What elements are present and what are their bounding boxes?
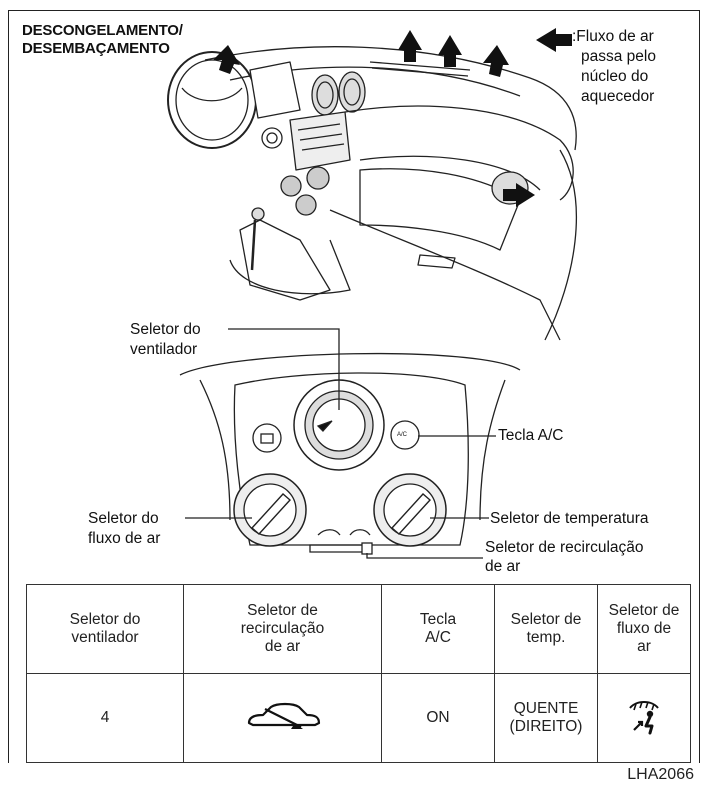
header-text: recirculação xyxy=(240,620,325,637)
airflow-legend-line3: núcleo do xyxy=(581,68,649,85)
figure-code: LHA2066 xyxy=(627,766,694,783)
header-text: de ar xyxy=(264,638,301,655)
value-temp: QUENTE (DIREITO) xyxy=(494,673,598,763)
header-fan: Seletor do ventilador xyxy=(26,584,184,674)
table-value-row: 4 ON QUENTE (DIREITO) xyxy=(26,673,691,763)
steering-wheel xyxy=(167,51,257,149)
fan-selector-label-line1: Seletor do xyxy=(130,321,201,338)
airflow-arrow-icon xyxy=(503,183,535,207)
car-recirculation-off-icon xyxy=(247,702,320,729)
airflow-arrow-icon xyxy=(398,30,422,62)
value-flow xyxy=(597,673,691,763)
ac-button-label: Tecla A/C xyxy=(498,427,564,444)
header-text: Seletor de xyxy=(247,602,318,619)
airflow-legend-line2: passa pelo xyxy=(581,48,656,65)
airflow-arrow-icon xyxy=(483,45,509,77)
hvac-control-panel xyxy=(179,328,521,559)
recirc-leader xyxy=(366,553,483,559)
defrost-label-line2: DESEMBAÇAMENTO xyxy=(22,40,170,57)
figure-frame xyxy=(8,10,700,763)
header-text: Seletor de xyxy=(608,602,680,619)
legend-arrow-icon xyxy=(536,28,572,52)
header-text: Tecla xyxy=(419,611,457,628)
recirc-selector-label-line1: Seletor de recirculação xyxy=(485,539,644,556)
value-temp-line1: QUENTE xyxy=(513,700,579,717)
defrost-feet-mode-icon xyxy=(629,700,659,734)
ac-button-knob xyxy=(390,420,420,450)
value-ac: ON xyxy=(381,673,495,763)
header-temp: Seletor de temp. xyxy=(494,584,598,674)
table-header-row: Seletor do ventilador Seletor de recircu… xyxy=(26,584,691,674)
header-text: fluxo de xyxy=(616,620,672,637)
header-text: ar xyxy=(637,638,651,655)
ac-button-text: A/C xyxy=(397,432,408,438)
value-temp-line2: (DIREITO) xyxy=(509,718,583,735)
header-ac: Tecla A/C xyxy=(381,584,495,674)
airflow-arrow-icon xyxy=(438,35,462,67)
airflow-selector-label-line2: fluxo de ar xyxy=(88,530,161,547)
header-flow: Seletor de fluxo de ar xyxy=(597,584,691,674)
temp-selector-label: Seletor de temperatura xyxy=(490,510,649,527)
fan-selector-label-line2: ventilador xyxy=(130,341,198,358)
header-text: temp. xyxy=(526,629,566,646)
header-text: Seletor do xyxy=(69,611,141,628)
value-recirc xyxy=(183,673,382,763)
settings-table: Seletor do ventilador Seletor de recircu… xyxy=(26,584,691,763)
header-text: ventilador xyxy=(71,629,139,646)
recirc-selector-label-line2: de ar xyxy=(485,558,521,575)
header-text: Seletor de xyxy=(510,611,582,628)
airflow-selector-label-line1: Seletor do xyxy=(88,510,159,527)
fan-selector-leader xyxy=(228,328,340,410)
airflow-legend-line1: :Fluxo de ar xyxy=(572,28,654,45)
value-fan: 4 xyxy=(26,673,184,763)
defrost-label-line1: DESCONGELAMENTO/ xyxy=(22,22,183,39)
airflow-arrow-icon xyxy=(213,45,240,74)
dash-top-edge xyxy=(204,46,577,151)
airflow-legend-line4: aquecedor xyxy=(581,88,655,105)
header-recirc: Seletor de recirculação de ar xyxy=(183,584,382,674)
header-text: A/C xyxy=(425,629,451,646)
